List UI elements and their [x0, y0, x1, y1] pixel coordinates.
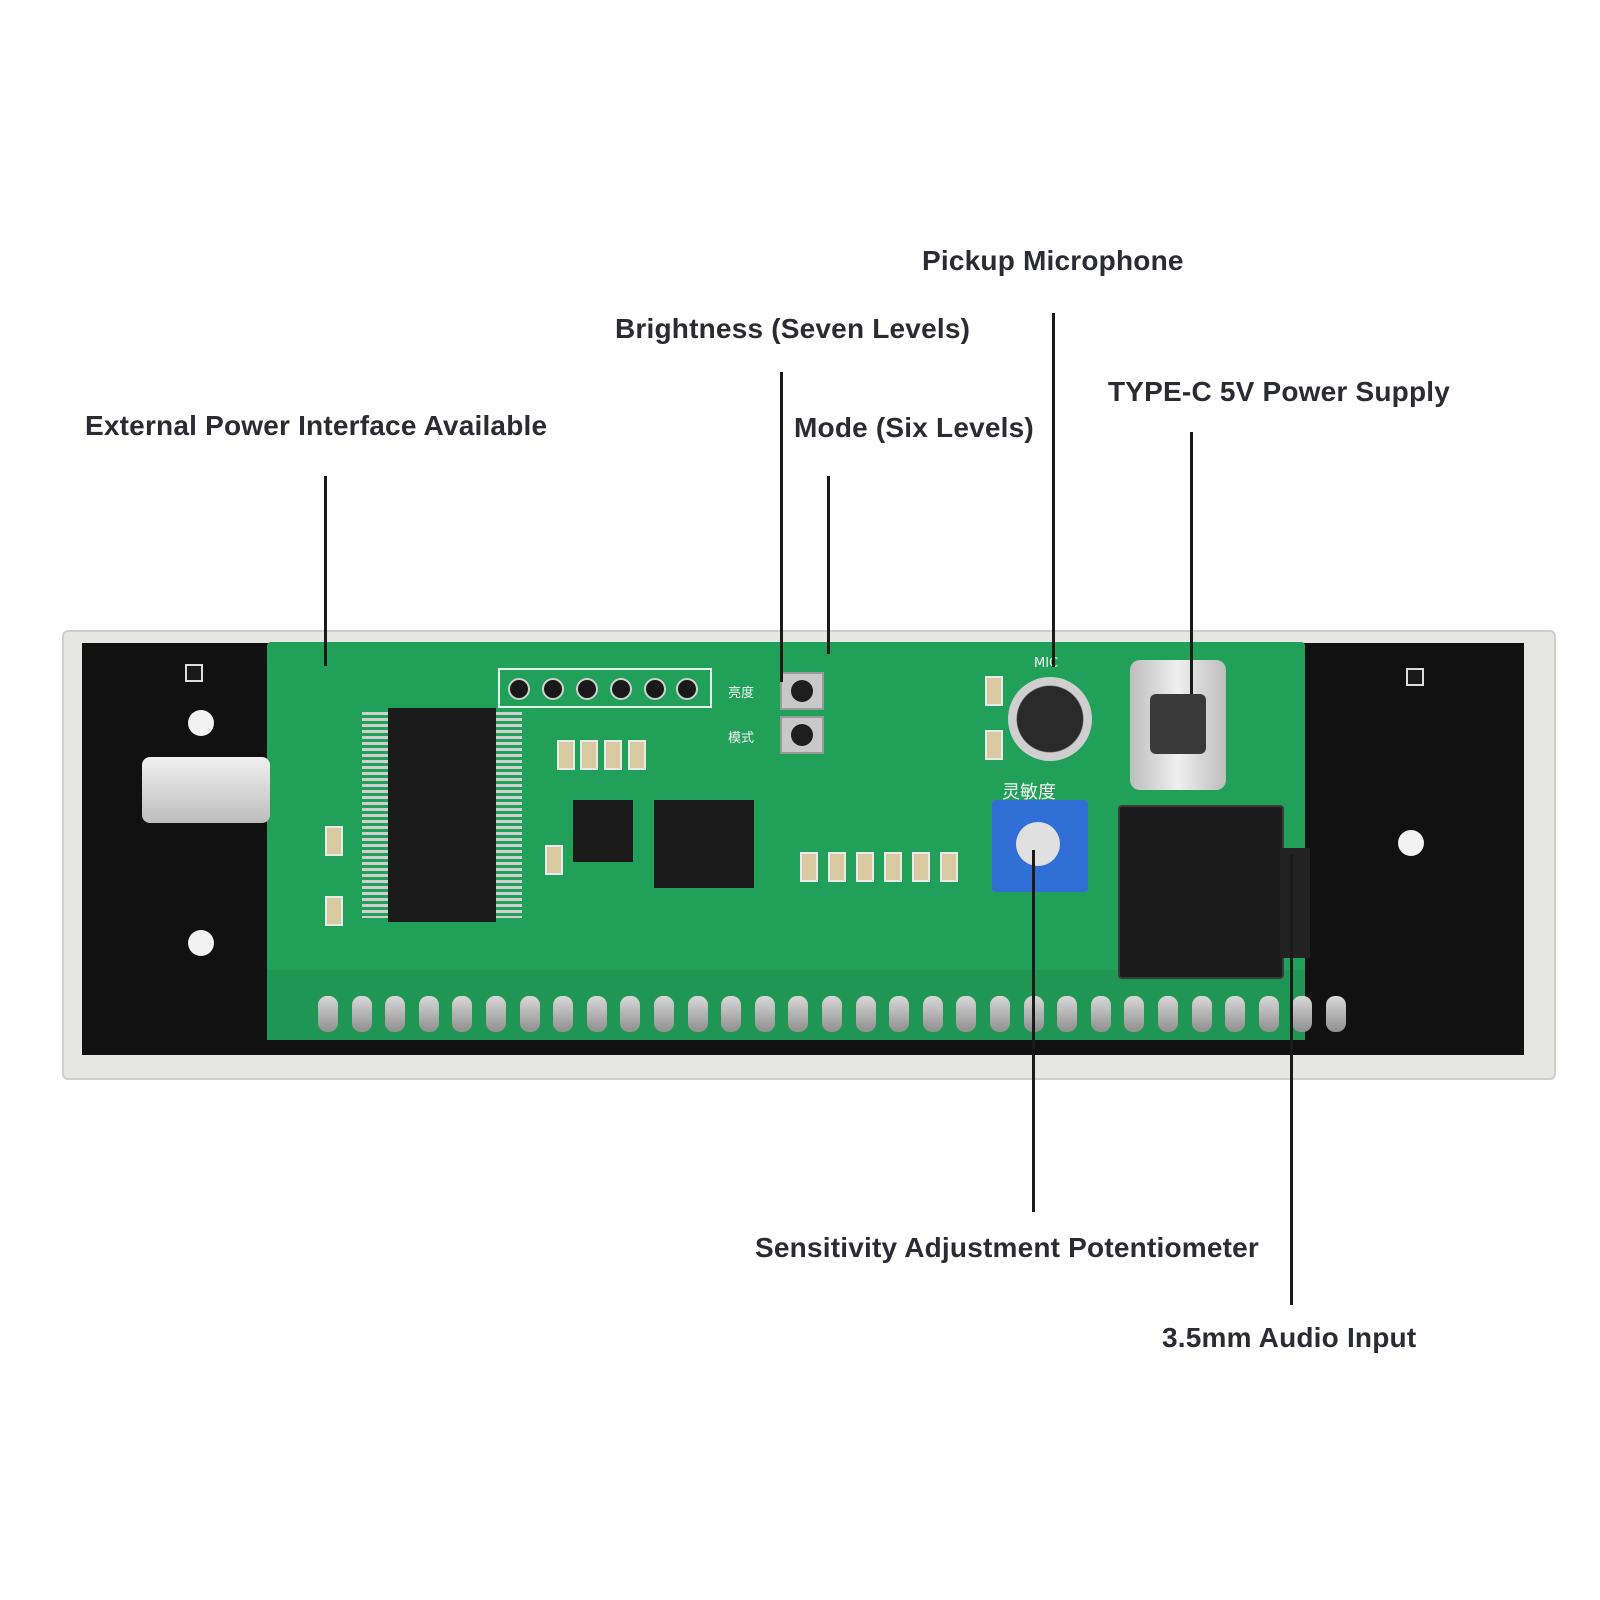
led-pin: [822, 996, 842, 1032]
audio-input-label: 3.5mm Audio Input: [1162, 1322, 1417, 1353]
type-c-opening: [1150, 694, 1206, 754]
sensitivity-silkscreen: 灵敏度: [1002, 782, 1056, 803]
led-pin: [1258, 996, 1279, 1032]
led-pin: [889, 996, 910, 1032]
resistor: [580, 740, 598, 770]
led-pin: [1191, 996, 1212, 1032]
external-power-leader: [324, 476, 327, 666]
mounting-hole: [1398, 830, 1424, 856]
led-pin: [385, 996, 406, 1032]
header-pins: [498, 668, 712, 708]
led-pin: [620, 996, 641, 1032]
brightness-label: Brightness (Seven Levels): [615, 313, 971, 344]
resistor: [545, 845, 563, 875]
led-pin: [452, 996, 473, 1032]
resistor: [940, 852, 958, 882]
capacitor: [142, 757, 270, 823]
type-c-leader: [1190, 432, 1193, 694]
mode-label: Mode (Six Levels): [794, 412, 1034, 443]
led-pin: [956, 996, 977, 1032]
sensitivity-potentiometer[interactable]: [992, 800, 1088, 892]
ic-legs: [362, 712, 388, 918]
brightness-silkscreen: 亮度: [728, 686, 755, 701]
brightness-button[interactable]: [780, 672, 824, 710]
resistor: [604, 740, 622, 770]
led-pin: [788, 996, 809, 1032]
microphone-label: Pickup Microphone: [922, 245, 1184, 276]
resistor: [828, 852, 846, 882]
led-pin: [754, 996, 775, 1032]
resistor: [912, 852, 930, 882]
external-power-label: External Power Interface Available: [85, 410, 548, 441]
brightness-leader: [780, 372, 783, 682]
led-pin: [1225, 996, 1246, 1032]
sensitivity-label: Sensitivity Adjustment Potentiometer: [755, 1232, 1260, 1263]
type-c-label: TYPE-C 5V Power Supply: [1108, 376, 1451, 407]
resistor: [856, 852, 874, 882]
sensitivity-leader: [1032, 850, 1035, 1212]
resistor: [985, 730, 1003, 760]
led-pin: [1124, 996, 1145, 1032]
microphone-leader: [1052, 313, 1055, 667]
ic-legs: [496, 712, 522, 918]
resistor: [325, 826, 343, 856]
header-pin: [576, 678, 598, 700]
led-pin: [1090, 996, 1111, 1032]
resistor: [985, 676, 1003, 706]
led-pin: [855, 996, 876, 1032]
resistor: [884, 852, 902, 882]
led-pin: [519, 996, 540, 1032]
led-pin: [1057, 996, 1078, 1032]
mode-silkscreen: 模式: [728, 731, 755, 746]
header-pin: [676, 678, 698, 700]
microphone: [1008, 677, 1092, 761]
square-pad: [185, 664, 203, 682]
led-pin: [586, 996, 607, 1032]
resistor: [628, 740, 646, 770]
mounting-hole: [188, 930, 214, 956]
resistor: [800, 852, 818, 882]
led-pin: [553, 996, 574, 1032]
led-pin: [351, 996, 372, 1032]
header-pin: [610, 678, 632, 700]
led-pin: [1326, 996, 1346, 1032]
resistor: [325, 896, 343, 926]
square-pad: [1406, 668, 1424, 686]
header-pin: [508, 678, 530, 700]
led-pin: [721, 996, 742, 1032]
led-pin: [486, 996, 506, 1032]
mode-leader: [827, 476, 830, 654]
mounting-hole: [188, 710, 214, 736]
small-ic: [573, 800, 633, 862]
led-pin: [654, 996, 674, 1032]
audio-jack[interactable]: [1118, 805, 1284, 979]
led-pin: [418, 996, 439, 1032]
audio-jack-barrel: [1280, 848, 1310, 958]
resistor: [557, 740, 575, 770]
mode-button[interactable]: [780, 716, 824, 754]
header-pin: [644, 678, 666, 700]
led-pin: [1292, 996, 1313, 1032]
led-pin: [687, 996, 708, 1032]
led-pin: [990, 996, 1010, 1032]
led-pin: [318, 996, 338, 1032]
led-pin: [1158, 996, 1178, 1032]
led-pin: [922, 996, 943, 1032]
audio-input-leader: [1290, 855, 1293, 1305]
driver-ic: [654, 800, 754, 888]
main-ic: [388, 708, 496, 922]
header-pin: [542, 678, 564, 700]
